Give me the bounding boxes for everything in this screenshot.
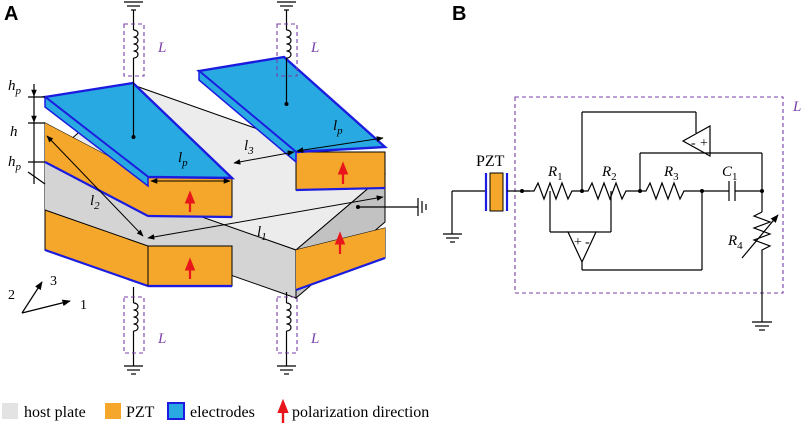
- variable-resistor-r4: [741, 191, 779, 331]
- dim-l1: l1: [257, 224, 267, 243]
- inductor-label-top-right: L: [310, 40, 319, 56]
- r1-label: R1: [547, 164, 563, 183]
- legend-swatch-electrodes: [167, 402, 185, 420]
- inductor-label-top-left: L: [157, 40, 166, 56]
- legend-label-polarization: polarization direction: [292, 404, 429, 421]
- legend-label-pzt: PZT: [126, 404, 155, 421]
- opamp-lower: [549, 191, 703, 271]
- r3-label: R3: [663, 164, 679, 183]
- dim-l2: l2: [90, 193, 100, 212]
- circuit-box-label: L: [792, 99, 801, 115]
- dim-hp-bottom: hp: [8, 154, 22, 173]
- legend-swatch-host-plate: [2, 403, 18, 419]
- dim-l3: l3: [244, 138, 254, 157]
- panel-label-a: A: [4, 3, 18, 25]
- axis-label-2: 2: [8, 288, 15, 303]
- panel-label-b: B: [452, 3, 466, 25]
- legend-label-electrodes: electrodes: [190, 404, 255, 421]
- inductor-bottom-right: [276, 292, 298, 375]
- dim-h: h: [10, 124, 18, 140]
- inductor-bottom-left: [123, 287, 145, 375]
- pzt-top-right: [295, 151, 386, 192]
- pzt-label: PZT: [476, 153, 505, 170]
- inductor-top-right: [276, 1, 298, 106]
- r2-label: R2: [601, 164, 617, 183]
- pzt-bottom-right: [295, 227, 386, 292]
- dim-l3-line: [233, 150, 295, 165]
- opamp-lower-plus: +: [574, 235, 582, 250]
- thickness-dimensions: [27, 84, 46, 185]
- c1-label: C1: [722, 164, 738, 183]
- inductor-label-bottom-left: L: [157, 331, 166, 347]
- pzt-element: [443, 172, 530, 243]
- axis-label-1: 1: [80, 298, 87, 313]
- opamp-upper-minus: -: [691, 136, 696, 151]
- inductor-label-bottom-right: L: [310, 331, 319, 347]
- dim-hp-top: hp: [8, 78, 22, 97]
- inductor-top-left: [123, 1, 145, 139]
- coordinate-axes: [21, 281, 71, 314]
- r4-label: R4: [727, 233, 743, 252]
- legend-label-host-plate: host plate: [24, 404, 86, 421]
- opamp-upper: [581, 111, 763, 191]
- synthetic-inductor-box: [514, 96, 784, 294]
- resistor-chain: [520, 181, 764, 201]
- legend: host plate PZT electrodes polarization d…: [2, 398, 429, 423]
- dim-lp-right-line: [296, 136, 384, 153]
- dim-lp-left: lp: [178, 150, 188, 169]
- legend-swatch-pzt: [105, 403, 121, 419]
- dim-l2-line: [46, 135, 144, 237]
- opamp-upper-plus: +: [700, 136, 708, 151]
- dim-l1-line: [147, 195, 384, 240]
- axis-label-3: 3: [50, 274, 57, 289]
- opamp-lower-minus: -: [585, 235, 590, 250]
- dim-lp-right: lp: [333, 118, 343, 137]
